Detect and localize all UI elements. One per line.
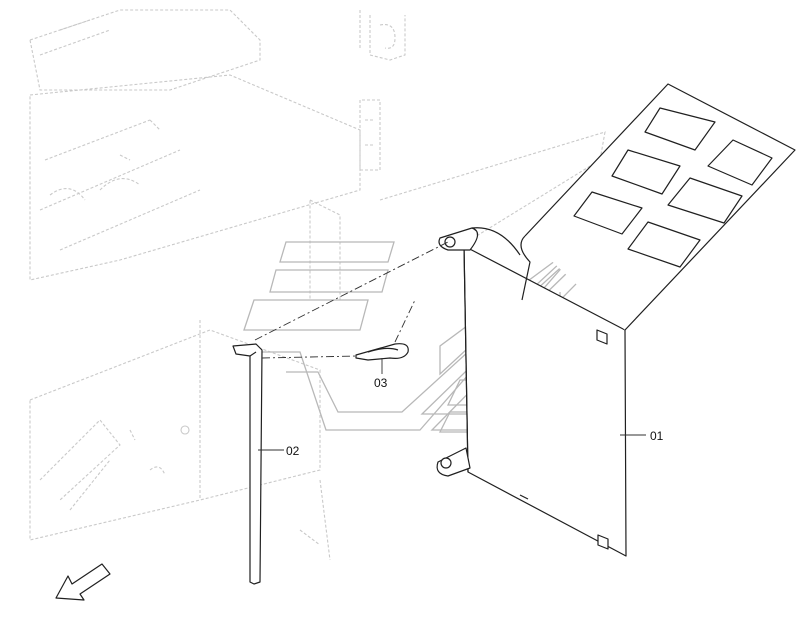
part-02-hinge-rod xyxy=(232,343,263,585)
ghost-machine-frame xyxy=(29,9,606,561)
plate-grip-holes xyxy=(573,107,773,268)
callout-02: 02 xyxy=(258,444,300,458)
callout-01: 01 xyxy=(620,429,664,443)
part-01-footstep-plate xyxy=(436,83,796,557)
callout-03: 03 xyxy=(374,358,388,390)
arrow-down-left-icon xyxy=(55,563,111,601)
callout-01-label: 01 xyxy=(650,429,664,443)
callout-03-label: 03 xyxy=(374,376,388,390)
callout-02-label: 02 xyxy=(286,444,300,458)
assembly-phantom-lines xyxy=(254,241,449,359)
hinge-lug-bottom xyxy=(436,447,471,477)
hinge-lug-top xyxy=(438,227,521,256)
part-03-spring-clip xyxy=(355,343,409,361)
